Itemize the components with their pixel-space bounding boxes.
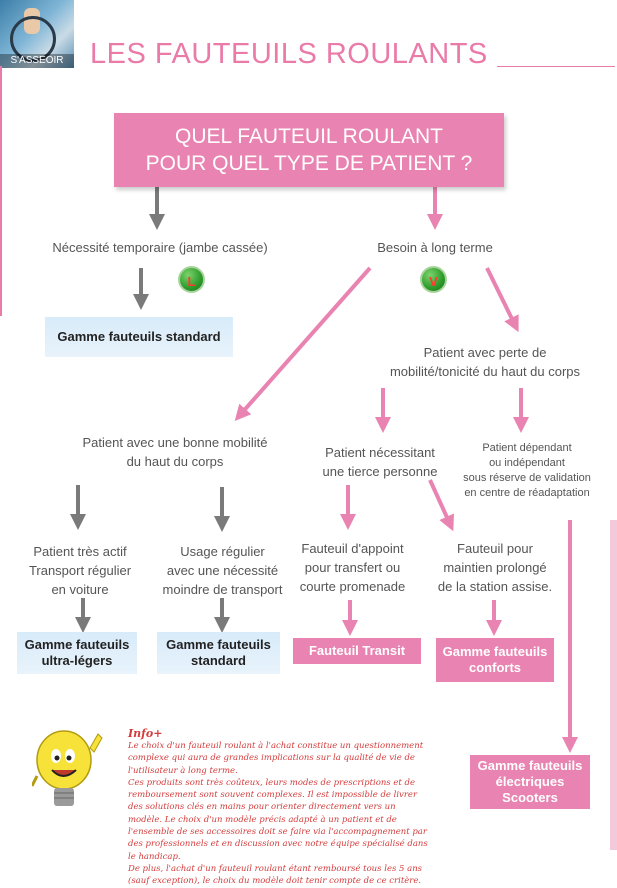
node-good-upper-mobility: Patient avec une bonne mobilité du haut …	[50, 433, 300, 471]
wheelchair-icon	[10, 16, 56, 62]
arrow-to-good-upper	[234, 266, 372, 421]
product-standard-line-2: standard	[191, 653, 246, 668]
product-standard: Gamme fauteuils standard	[157, 632, 280, 674]
product-transit: Fauteuil Transit	[293, 638, 421, 664]
node-regular-use: Usage régulier avec une nécessité moindr…	[150, 542, 295, 599]
product-electric-line-2: électriques	[495, 774, 565, 789]
question-line-2: POUR QUEL TYPE DE PATIENT ?	[145, 152, 473, 175]
lightbulb-icon	[32, 730, 103, 806]
question-line-1: QUEL FAUTEUIL ROULANT	[175, 125, 443, 148]
badge-v-icon: V	[420, 266, 447, 293]
product-transit-label: Fauteuil Transit	[308, 643, 406, 658]
temporary-need: Nécessité temporaire (jambe cassée)	[52, 240, 268, 255]
badge-l-icon: L	[178, 266, 205, 293]
node-prolonged-line-3: de la station assise.	[437, 579, 553, 594]
node-very-active: Patient très actif Transport régulier en…	[15, 542, 145, 599]
product-electric-line-3: Scooters	[502, 790, 558, 805]
title-divider	[497, 66, 615, 67]
node-third-person-line-2: une tierce personne	[322, 464, 438, 479]
node-support-line-2: pour transfert ou	[304, 560, 401, 575]
node-third-person: Patient nécessitant une tierce personne	[310, 443, 450, 481]
node-support-line-3: courte promenade	[299, 579, 406, 594]
thumbnail-label: S'ASSEOIR	[0, 54, 74, 68]
node-good-upper-line-2: du haut du corps	[126, 454, 224, 469]
product-standard-line-1: Gamme fauteuils	[166, 637, 271, 652]
main-question-box: QUEL FAUTEUIL ROULANT POUR QUEL TYPE DE …	[114, 113, 504, 187]
node-support-line-1: Fauteuil d'appoint	[301, 541, 404, 556]
node-very-active-line-2: Transport régulier	[28, 563, 132, 578]
node-very-active-line-3: en voiture	[51, 582, 109, 597]
node-regular-use-line-1: Usage régulier	[180, 544, 265, 559]
node-loss-upper-mobility: Patient avec perte de mobilité/tonicité …	[365, 343, 605, 381]
node-support-chair: Fauteuil d'appoint pour transfert ou cou…	[290, 539, 415, 596]
product-ultra-light-line-2: ultra-légers	[41, 653, 113, 668]
info-paragraph-3: De plus, l'achat d'un fauteuil roulant é…	[128, 863, 423, 887]
product-electric: Gamme fauteuils électriques Scooters	[470, 755, 590, 809]
product-ultra-light-line-1: Gamme fauteuils	[24, 637, 130, 652]
info-heading: Info+	[128, 727, 163, 740]
product-electric-line-1: Gamme fauteuils	[477, 758, 583, 773]
node-dependent-line-1: Patient dépendant	[482, 442, 572, 454]
node-dependent-line-4: en centre de réadaptation	[464, 487, 590, 499]
product-ultra-light: Gamme fauteuils ultra-légers	[17, 632, 137, 674]
node-prolonged-line-1: Fauteuil pour	[457, 541, 533, 556]
arrow-to-loss-upper	[485, 267, 519, 333]
node-dependent: Patient dépendant ou indépendant sous ré…	[452, 441, 602, 501]
node-dependent-line-2: ou indépendant	[489, 457, 565, 469]
node-very-active-line-1: Patient très actif	[33, 544, 127, 559]
arrow-to-prolonged	[428, 479, 454, 532]
info-text: Le choix d'un fauteuil roulant à l'achat…	[128, 740, 428, 888]
node-prolonged-seating: Fauteuil pour maintien prolongé de la st…	[425, 539, 565, 596]
page-title: LES FAUTEUILS ROULANTS	[90, 38, 488, 70]
node-loss-upper-line-1: Patient avec perte de	[423, 345, 547, 360]
product-comfort-line-1: Gamme fauteuils	[442, 644, 548, 659]
node-regular-use-line-2: avec une nécessité	[166, 563, 279, 578]
node-third-person-line-1: Patient nécessitant	[325, 445, 435, 460]
right-margin-rule	[610, 520, 617, 850]
left-margin-rule	[0, 66, 2, 316]
long-term-need: Besoin à long terme	[377, 240, 493, 255]
node-good-upper-line-1: Patient avec une bonne mobilité	[82, 435, 268, 450]
product-standard-range-label: Gamme fauteuils standard	[57, 329, 221, 344]
product-comfort-line-2: conforts	[469, 660, 521, 675]
node-prolonged-line-2: maintien prolongé	[443, 560, 547, 575]
info-paragraph-1: Le choix d'un fauteuil roulant à l'achat…	[128, 741, 424, 776]
node-loss-upper-line-2: mobilité/tonicité du haut du corps	[389, 364, 581, 379]
product-standard-range: Gamme fauteuils standard	[45, 317, 233, 357]
product-comfort: Gamme fauteuils conforts	[436, 638, 554, 682]
node-dependent-line-3: sous réserve de validation	[463, 472, 591, 484]
info-paragraph-2: Ces produits sont très coûteux, leurs mo…	[128, 777, 428, 862]
header-thumbnail: S'ASSEOIR	[0, 0, 74, 68]
node-regular-use-line-3: moindre de transport	[162, 582, 283, 597]
